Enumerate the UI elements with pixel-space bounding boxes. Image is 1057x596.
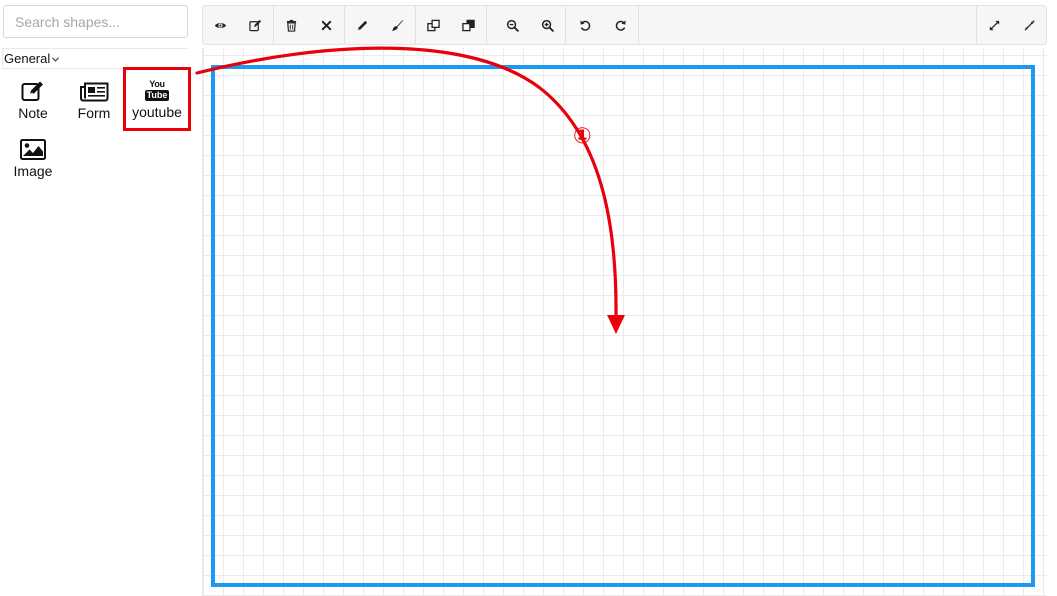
zoom-in-icon bbox=[541, 19, 554, 32]
brush-icon bbox=[391, 19, 404, 31]
toolbar-group-view bbox=[203, 6, 274, 44]
toolbar-group-zoom bbox=[495, 6, 566, 44]
shape-image[interactable]: Image bbox=[2, 128, 64, 186]
toolbar-group-window bbox=[976, 6, 1047, 44]
preview-button[interactable] bbox=[203, 6, 238, 44]
category-dropdown[interactable]: General bbox=[2, 48, 188, 69]
zoom-out-icon bbox=[506, 19, 519, 32]
fullscreen-button[interactable] bbox=[977, 6, 1012, 44]
search-shapes-input[interactable] bbox=[3, 5, 188, 38]
compress-icon bbox=[1024, 19, 1035, 31]
brush-button[interactable] bbox=[380, 6, 415, 44]
toolbar-group-draw bbox=[345, 6, 416, 44]
pencil-icon bbox=[357, 20, 368, 30]
shape-note[interactable]: Note bbox=[2, 70, 64, 128]
edit-button[interactable] bbox=[238, 6, 273, 44]
editor-toolbar bbox=[202, 5, 1047, 45]
shapes-sidebar: General Note Form bbox=[0, 0, 196, 596]
delete-button[interactable] bbox=[274, 6, 309, 44]
shape-label: Image bbox=[13, 163, 53, 179]
clear-button[interactable] bbox=[309, 6, 344, 44]
chevron-down-icon bbox=[52, 54, 60, 64]
bring-forward-icon bbox=[427, 19, 440, 31]
toolbar-group-history bbox=[568, 6, 639, 44]
zoom-in-button[interactable] bbox=[530, 6, 565, 44]
image-icon bbox=[20, 134, 46, 160]
newspaper-form-icon bbox=[79, 76, 109, 102]
toolbar-group-order bbox=[416, 6, 487, 44]
step-number-badge: ① bbox=[573, 124, 592, 149]
shape-label: Note bbox=[18, 105, 48, 121]
shape-youtube[interactable]: You Tube youtube bbox=[123, 67, 191, 131]
undo-button[interactable] bbox=[568, 6, 603, 44]
shape-form[interactable]: Form bbox=[63, 70, 125, 128]
preview-eye-icon bbox=[214, 22, 227, 28]
bring-forward-button[interactable] bbox=[416, 6, 451, 44]
page-drop-area[interactable] bbox=[211, 65, 1035, 587]
shape-label: Form bbox=[77, 105, 111, 121]
edit-square-icon bbox=[249, 19, 262, 31]
delete-trash-icon bbox=[286, 19, 297, 32]
category-label: General bbox=[4, 51, 51, 66]
toolbar-group-delete bbox=[274, 6, 345, 44]
drawing-canvas[interactable] bbox=[202, 48, 1047, 596]
close-x-icon bbox=[321, 20, 332, 30]
note-edit-icon bbox=[21, 76, 45, 102]
redo-icon bbox=[615, 19, 626, 31]
undo-icon bbox=[580, 19, 591, 31]
exit-fullscreen-button[interactable] bbox=[1012, 6, 1047, 44]
youtube-icon: You Tube bbox=[144, 79, 170, 101]
redo-button[interactable] bbox=[603, 6, 638, 44]
send-backward-button[interactable] bbox=[451, 6, 486, 44]
expand-icon bbox=[989, 20, 1000, 30]
shape-label: youtube bbox=[132, 104, 182, 120]
send-backward-icon bbox=[462, 19, 475, 31]
pencil-button[interactable] bbox=[345, 6, 380, 44]
zoom-out-button[interactable] bbox=[495, 6, 530, 44]
